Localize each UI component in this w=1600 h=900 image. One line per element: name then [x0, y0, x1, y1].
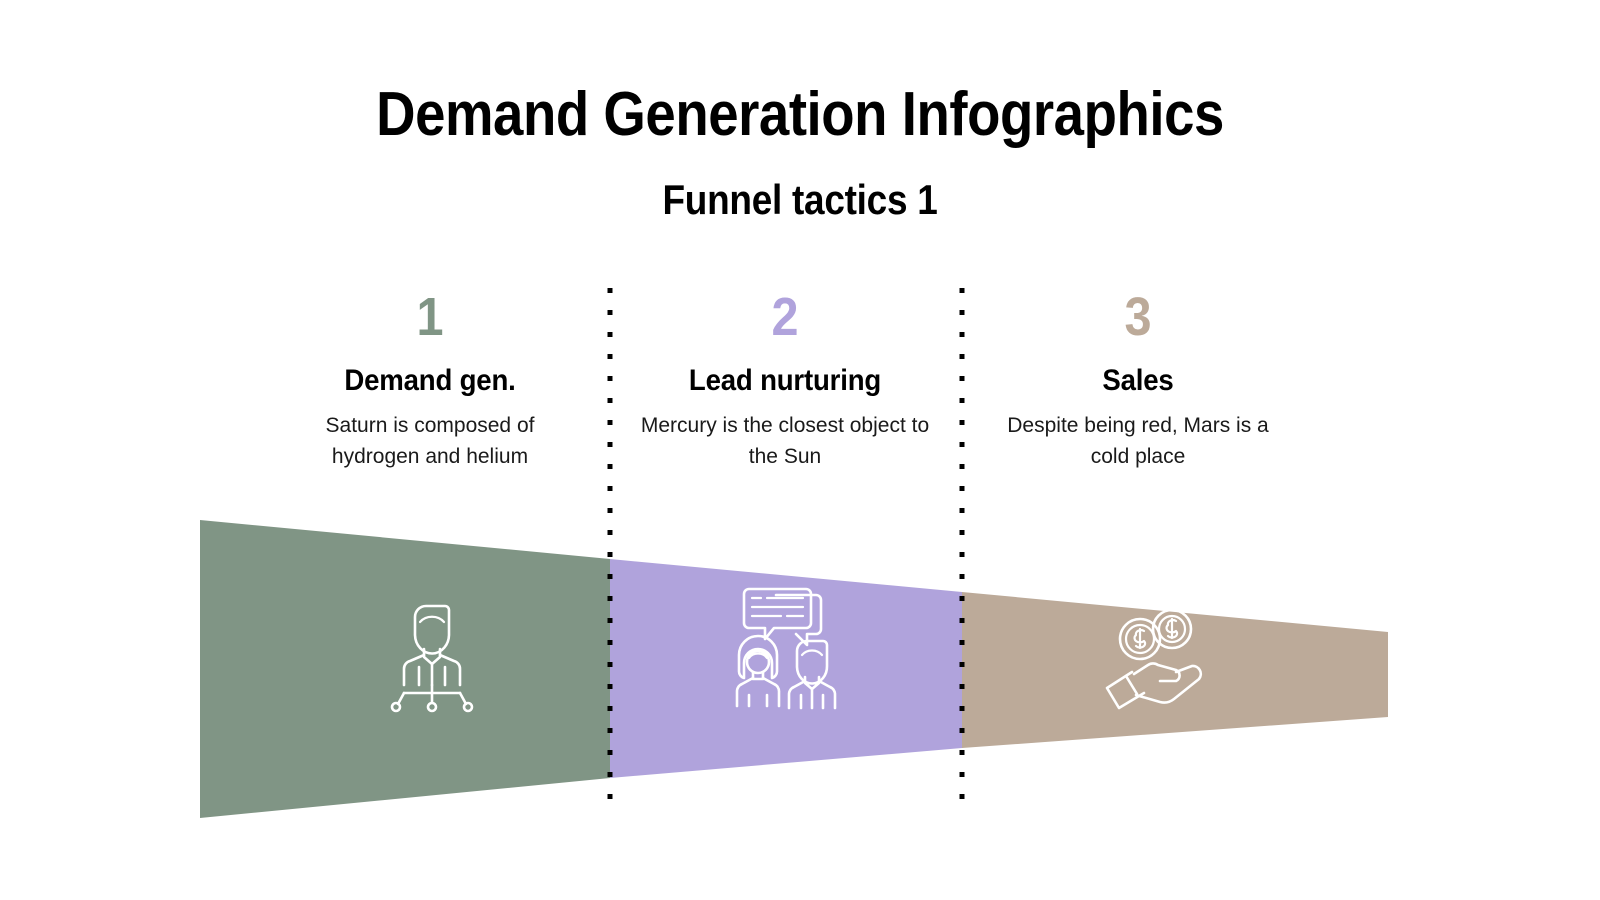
funnel-segment-2	[610, 559, 962, 778]
stage-2-description: Mercury is the closest object to the Sun	[640, 414, 930, 468]
stage-3-title: Sales	[1102, 364, 1174, 397]
stage-3-description: Despite being red, Mars is a cold place	[1007, 414, 1269, 468]
page-title: Demand Generation Infographics	[376, 80, 1224, 149]
stage-2-title: Lead nurturing	[688, 364, 882, 397]
stage-1-title: Demand gen.	[344, 364, 516, 397]
funnel-stage-3-text: 3 Sales Despite being red, Mars is a col…	[973, 286, 1303, 472]
hand-holding-coins-icon	[1105, 608, 1203, 710]
stage-3-number: 3	[1124, 287, 1152, 347]
funnel-stage-1-text: 1 Demand gen. Saturn is composed of hydr…	[265, 286, 595, 472]
funnel-stage-labels: 1 Demand gen. Saturn is composed of hydr…	[0, 286, 1600, 496]
stage-1-number: 1	[416, 287, 444, 347]
funnel-stage-2-text: 2 Lead nurturing Mercury is the closest …	[620, 286, 950, 472]
page-subtitle: Funnel tactics 1	[662, 176, 938, 223]
org-chart-person-icon	[390, 604, 474, 713]
people-chat-bubbles-icon	[735, 587, 837, 710]
funnel-segment-3	[962, 592, 1388, 748]
funnel-segment-1	[200, 520, 610, 818]
stage-2-number: 2	[771, 287, 799, 347]
stage-1-description: Saturn is composed of hydrogen and heliu…	[325, 414, 535, 468]
